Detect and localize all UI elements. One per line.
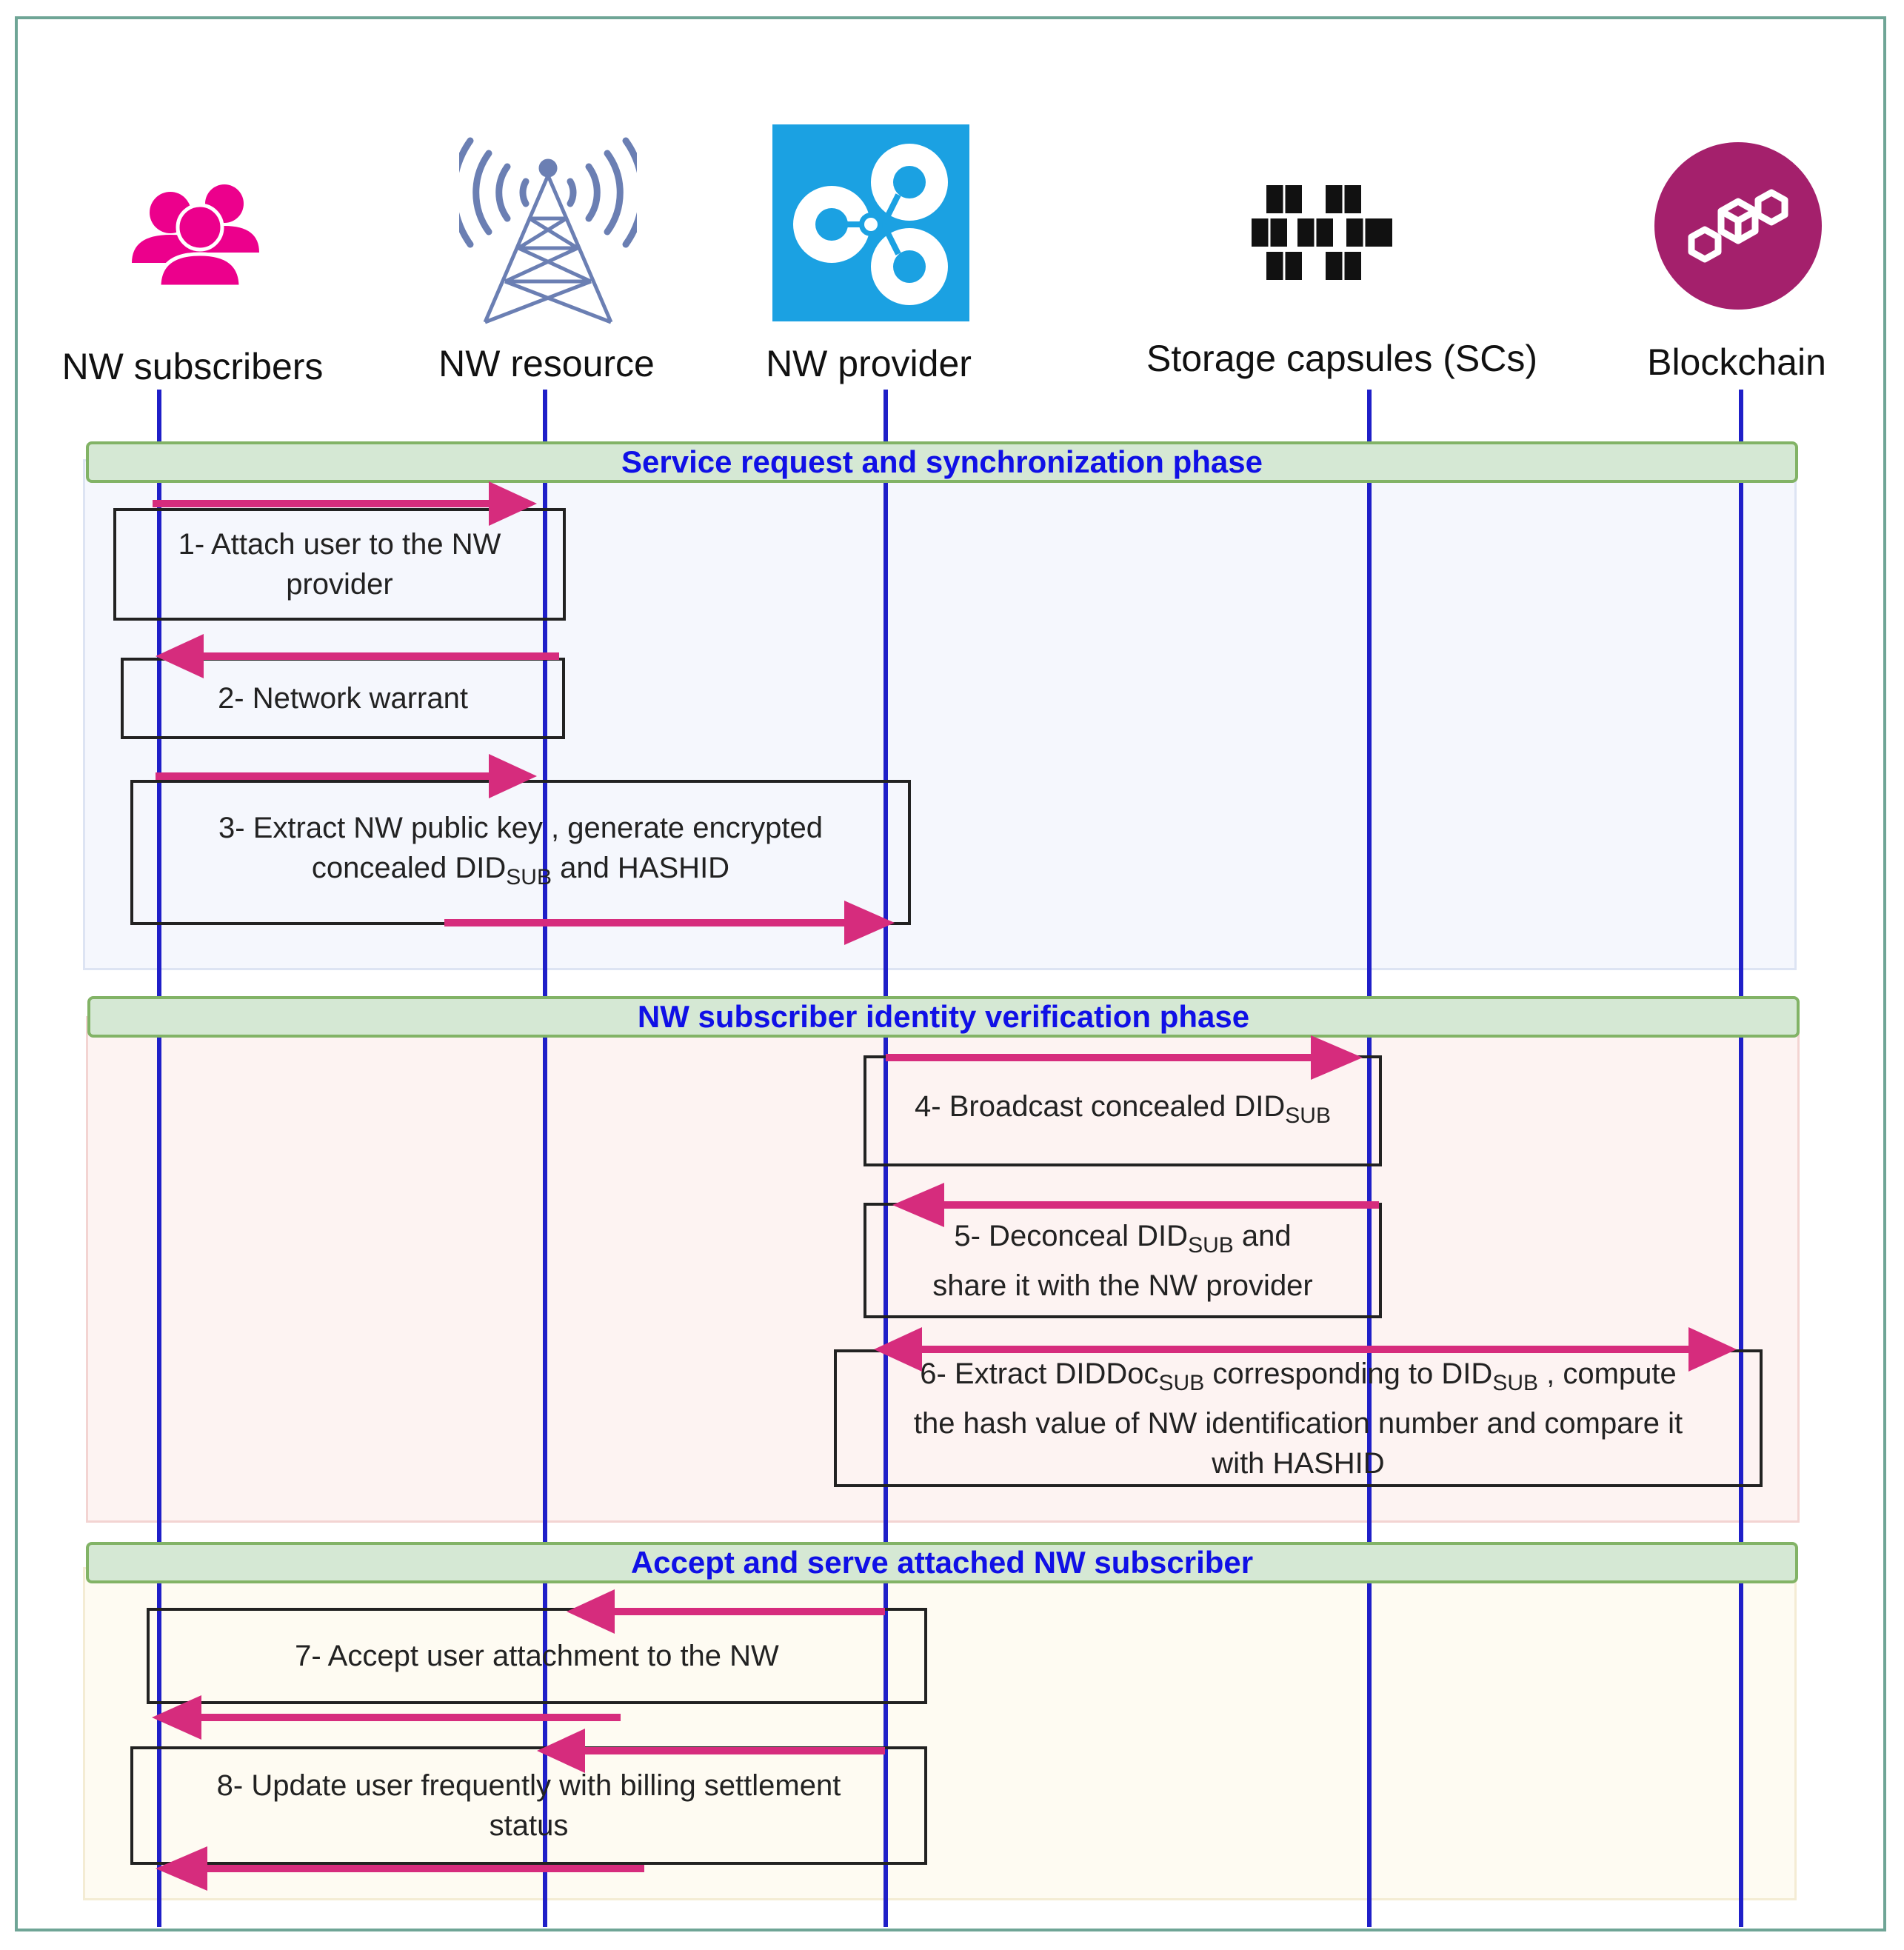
blockchain-icon bbox=[1654, 142, 1822, 310]
message-6-box: 6- Extract DIDDocSUB corresponding to DI… bbox=[834, 1349, 1763, 1487]
message-3-box: 3- Extract NW public key , generate encr… bbox=[130, 780, 911, 925]
message-5-line1: 5- Deconceal DIDSUB and bbox=[954, 1219, 1292, 1258]
actor-label-resource: NW resource bbox=[438, 343, 655, 384]
phase-2-header: NW subscriber identity verification phas… bbox=[87, 996, 1800, 1038]
cell-tower-icon bbox=[459, 137, 637, 324]
arrow-6 bbox=[874, 1327, 1737, 1372]
message-8-box: 8- Update user frequently with billing s… bbox=[130, 1746, 927, 1865]
message-6-line2: the hash value of NW identification numb… bbox=[913, 1406, 1683, 1440]
message-1-line2: provider bbox=[286, 568, 393, 601]
phase-1-header: Service request and synchronization phas… bbox=[86, 441, 1798, 483]
message-8-line1: 8- Update user frequently with billing s… bbox=[216, 1769, 841, 1802]
message-3-line2: concealed DIDSUB and HASHID bbox=[311, 851, 730, 889]
phase-2-area bbox=[86, 1016, 1800, 1523]
arrow-8a bbox=[537, 1729, 885, 1773]
storage-cubes-icon bbox=[1252, 185, 1392, 280]
arrow-2 bbox=[156, 634, 559, 678]
arrow-4 bbox=[886, 1035, 1363, 1080]
phase-3-area bbox=[83, 1567, 1797, 1900]
message-6-line1: 6- Extract DIDDocSUB corresponding to DI… bbox=[920, 1357, 1677, 1395]
arrow-7b bbox=[152, 1695, 621, 1740]
arrow-8b bbox=[156, 1846, 644, 1891]
diagram-frame bbox=[15, 16, 1886, 1931]
network-provider-icon bbox=[772, 124, 969, 321]
message-2-line1: 2- Network warrant bbox=[218, 682, 468, 715]
message-1-box: 1- Attach user to the NW provider bbox=[113, 508, 566, 621]
phase-1-area bbox=[83, 459, 1797, 970]
message-4-line1: 4- Broadcast concealed DIDSUB bbox=[915, 1089, 1331, 1128]
users-icon bbox=[132, 184, 259, 289]
message-7-box: 7- Accept user attachment to the NW bbox=[147, 1608, 927, 1704]
lifeline-storage bbox=[1367, 390, 1372, 1927]
message-6-line3: with HASHID bbox=[1212, 1446, 1385, 1480]
actor-label-blockchain: Blockchain bbox=[1647, 341, 1826, 383]
arrow-1 bbox=[153, 481, 537, 526]
lifeline-blockchain bbox=[1739, 390, 1743, 1927]
phase-3-header: Accept and serve attached NW subscriber bbox=[86, 1542, 1798, 1583]
actor-label-subscribers: NW subscribers bbox=[61, 346, 324, 387]
lifeline-resource bbox=[543, 390, 547, 1927]
arrow-5 bbox=[892, 1183, 1379, 1227]
arrow-3a bbox=[156, 754, 537, 798]
arrow-3b bbox=[444, 901, 895, 945]
actor-label-provider: NW provider bbox=[766, 343, 972, 384]
message-5-line2: share it with the NW provider bbox=[932, 1269, 1313, 1302]
lifeline-provider bbox=[883, 390, 888, 1927]
message-3-line1: 3- Extract NW public key , generate encr… bbox=[218, 811, 823, 844]
message-1-line1: 1- Attach user to the NW bbox=[178, 528, 501, 561]
actor-label-storage: Storage capsules (SCs) bbox=[1146, 338, 1538, 379]
message-8-line2: status bbox=[489, 1809, 569, 1842]
lifeline-subscribers bbox=[157, 390, 161, 1927]
arrow-7a bbox=[567, 1589, 885, 1634]
message-7-line1: 7- Accept user attachment to the NW bbox=[295, 1640, 779, 1672]
